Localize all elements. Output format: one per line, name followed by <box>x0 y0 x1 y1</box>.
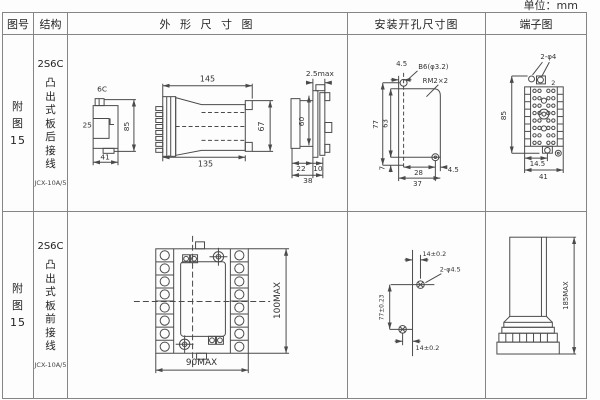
dim-c-top: 2.5max <box>306 69 335 78</box>
fig-char: 图 <box>12 116 24 130</box>
dim-left: 77±0.23 <box>379 294 386 320</box>
mounting-hole-drawing-row2: 14±0.2 2-φ4.5 77±0.23 14±0.2 <box>379 249 461 356</box>
mounting-hole-drawing-row1: 4.5 B6(φ3.2) RM2×2 77 63 7 28 37 4.5 <box>372 60 459 188</box>
dim-bottom-1: 14.5 <box>529 160 544 168</box>
dim-b-right: 67 <box>257 121 266 131</box>
header-mounting: 安装开孔尺寸图 <box>348 13 486 35</box>
structure-char: 后 <box>45 131 56 144</box>
model-label: 2S6C <box>37 241 64 253</box>
terminal-side-view-row2: 185MAX <box>495 236 576 355</box>
dim-left-bottom: 7 <box>379 166 387 170</box>
relay-body-outline <box>180 260 226 337</box>
cutout-rectangle <box>398 88 441 158</box>
dim-top-offset: 4.5 <box>396 60 407 68</box>
fixing-hole <box>554 149 562 157</box>
structure-char: 凸 <box>45 77 56 90</box>
model-label: 2S6C <box>37 59 64 71</box>
socket-comb <box>497 332 558 343</box>
fig-char: 图 <box>12 298 24 312</box>
dim-bottom-1: 28 <box>414 169 423 177</box>
fixing-hole <box>536 76 544 84</box>
dim-a-right: 85 <box>122 121 131 131</box>
dim-left-outer: 77 <box>372 120 380 129</box>
dim-a-top: 6C <box>97 85 107 94</box>
dim-bottom-2: 37 <box>413 180 422 188</box>
outline-cell-row2: 90MAX 100MAX <box>68 212 348 398</box>
structure-char: 线 <box>45 158 56 171</box>
corner-spec-label: RM2×2 <box>423 77 448 85</box>
terminal-cell-row1: 2-φ4 2 85 14.5 41 <box>486 35 586 212</box>
structure-char: 板 <box>45 117 56 130</box>
structure-char: 式 <box>45 104 56 117</box>
structure-char: 接 <box>45 144 56 157</box>
dim-a-left: 25 <box>82 120 92 129</box>
mounting-cell-row2: 14±0.2 2-φ4.5 77±0.23 14±0.2 <box>348 212 486 398</box>
fig-number: 15 <box>10 133 26 147</box>
structure-char: 前 <box>45 313 56 326</box>
fig-no-row1: 附 图 15 <box>3 35 34 212</box>
dimension-table: 图号 结构 外 形 尺 寸 图 安装开孔尺寸图 端子图 附 图 15 2S6C … <box>2 12 587 399</box>
dim-bottom-2: 41 <box>539 173 548 181</box>
fig-char: 附 <box>12 281 24 295</box>
structure-char: 出 <box>45 272 56 285</box>
structure-char: 凸 <box>45 259 56 272</box>
fig-no-row2: 附 图 15 <box>3 212 34 398</box>
structure-row2: 2S6C 凸 出 式 板 前 接 线 JCX-10A/5 <box>34 212 68 398</box>
mounting-cell-row1: 4.5 B6(φ3.2) RM2×2 77 63 7 28 37 4.5 <box>348 35 486 212</box>
fixing-hole <box>527 75 535 83</box>
structure-char: 板 <box>45 299 56 312</box>
bracket-side-view: 6C 25 85 41 <box>82 85 137 166</box>
dim-left-inner: 63 <box>382 119 390 128</box>
header-outline: 外 形 尺 寸 图 <box>68 13 348 35</box>
dim-b-top: 145 <box>200 75 215 84</box>
hole-spec-label: 2-φ4 <box>540 53 556 61</box>
flange-profile-view: 2.5max 60 22 10 38 <box>290 69 335 185</box>
socket-base <box>495 341 560 355</box>
dim-c-b3: 38 <box>303 176 313 185</box>
terminal-diagram-row1: 2-φ4 2 85 14.5 41 <box>498 53 564 181</box>
dim-bottom: 90MAX <box>186 358 217 368</box>
hole-spec-label: B6(φ3.2) <box>418 63 448 71</box>
dim-top: 14±0.2 <box>422 249 446 257</box>
header-structure: 结构 <box>34 13 68 35</box>
dim-a-bottom: 41 <box>100 152 110 161</box>
structure-char: 接 <box>45 326 56 339</box>
relay-body-side <box>508 236 547 317</box>
dim-bottom-right: 4.5 <box>448 166 459 174</box>
dim-right: 100MAX <box>273 282 283 319</box>
dim-c-b1: 22 <box>296 164 305 173</box>
dim-bottom: 14±0.2 <box>416 344 440 352</box>
structure-row1: 2S6C 凸 出 式 板 后 接 线 JCX-10A/5 <box>34 35 68 212</box>
corner-number: 2 <box>551 79 555 87</box>
structure-char: 式 <box>45 286 56 299</box>
relay-front-view: 145 135 67 <box>155 75 274 168</box>
dim-right: 185MAX <box>562 281 570 310</box>
center-bushing <box>537 108 549 120</box>
structure-char: 出 <box>45 90 56 103</box>
terminal-cell-row2: 185MAX <box>486 212 586 398</box>
unit-label: 单位：mm <box>523 0 578 12</box>
outline-cell-row1: 6C 25 85 41 <box>68 35 348 212</box>
header-terminal: 端子图 <box>486 13 586 35</box>
model-footnote: JCX-10A/5 <box>34 178 67 187</box>
dim-c-b2: 10 <box>313 164 323 173</box>
outline-drawing-rear-wiring: 6C 25 85 41 <box>82 69 335 185</box>
model-footnote: JCX-10A/5 <box>34 360 67 369</box>
dim-b-bottom: 135 <box>198 159 213 168</box>
hole-spec-label: 2-φ4.5 <box>440 265 461 273</box>
dim-c-left: 60 <box>297 117 306 127</box>
fig-char: 附 <box>12 99 24 113</box>
dim-left: 85 <box>498 111 507 121</box>
outline-drawing-front-wiring: 90MAX 100MAX <box>133 235 290 373</box>
structure-char: 线 <box>45 340 56 353</box>
fig-number: 15 <box>10 315 26 329</box>
header-fig-no: 图号 <box>3 13 34 35</box>
